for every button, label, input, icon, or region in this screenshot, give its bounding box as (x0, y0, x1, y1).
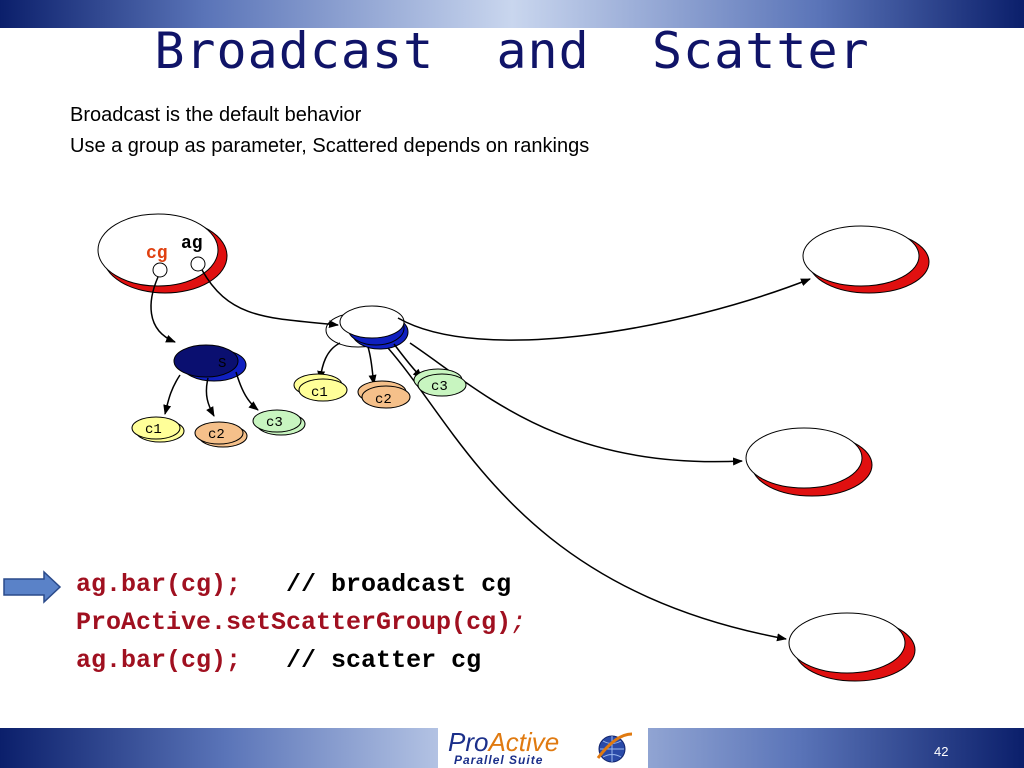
proactive-logo: ProActive (448, 727, 559, 758)
mid-param-c2 (357, 380, 411, 409)
logo-pro-text: Pro (448, 727, 489, 757)
code-line-2-semicolon: ; (511, 608, 527, 637)
scatter-group-label: S (218, 356, 226, 372)
code-line-3-comment: // scatter cg (286, 646, 482, 675)
cg-label: cg (146, 244, 168, 264)
slide-title: Broadcast and Scatter (154, 22, 870, 80)
ag-label: ag (181, 234, 203, 254)
remote-object-3 (788, 612, 916, 682)
mid-param-c1 (293, 373, 348, 402)
code-line-3-call: ag.bar(cg); (76, 646, 242, 675)
logo-active-text: Active (488, 727, 560, 757)
code-line-2: ProActive.setScatterGroup(cg); (76, 608, 526, 637)
globe-logo-icon (596, 732, 633, 763)
mid-param-c3-label: c3 (431, 379, 448, 395)
left-param-c1-label: c1 (145, 422, 162, 438)
scatter-group-node (173, 344, 247, 382)
code-line-1: ag.bar(cg); // broadcast cg (76, 570, 511, 599)
left-param-c3-label: c3 (266, 415, 283, 431)
header-band (0, 0, 1024, 28)
code-line-1-call: ag.bar(cg); (76, 570, 242, 599)
caller-object (97, 213, 228, 294)
mid-param-c3 (413, 368, 467, 397)
ag-reference-port (190, 256, 206, 272)
remote-object-1 (802, 225, 930, 294)
subtitle-line-1: Broadcast is the default behavior (70, 104, 362, 126)
group-proxy-ag (325, 305, 409, 350)
cg-reference-port (152, 262, 168, 278)
code-line-2-call: ProActive.setScatterGroup(cg) (76, 608, 512, 637)
left-param-c2-label: c2 (208, 427, 225, 443)
left-param-c2 (194, 421, 248, 448)
remote-object-2 (745, 427, 873, 497)
mid-param-c1-label: c1 (311, 385, 328, 401)
left-param-c3 (252, 409, 306, 436)
subtitle-line-2: Use a group as parameter, Scattered depe… (70, 135, 590, 157)
logo-suite-text: Parallel Suite (454, 753, 544, 767)
code-line-3: ag.bar(cg); // scatter cg (76, 646, 481, 675)
mid-param-c2-label: c2 (375, 392, 392, 408)
code-line-1-comment: // broadcast cg (286, 570, 512, 599)
current-line-arrow-icon (3, 570, 62, 604)
left-param-c1 (131, 416, 185, 443)
page-number: 42 (934, 744, 949, 759)
